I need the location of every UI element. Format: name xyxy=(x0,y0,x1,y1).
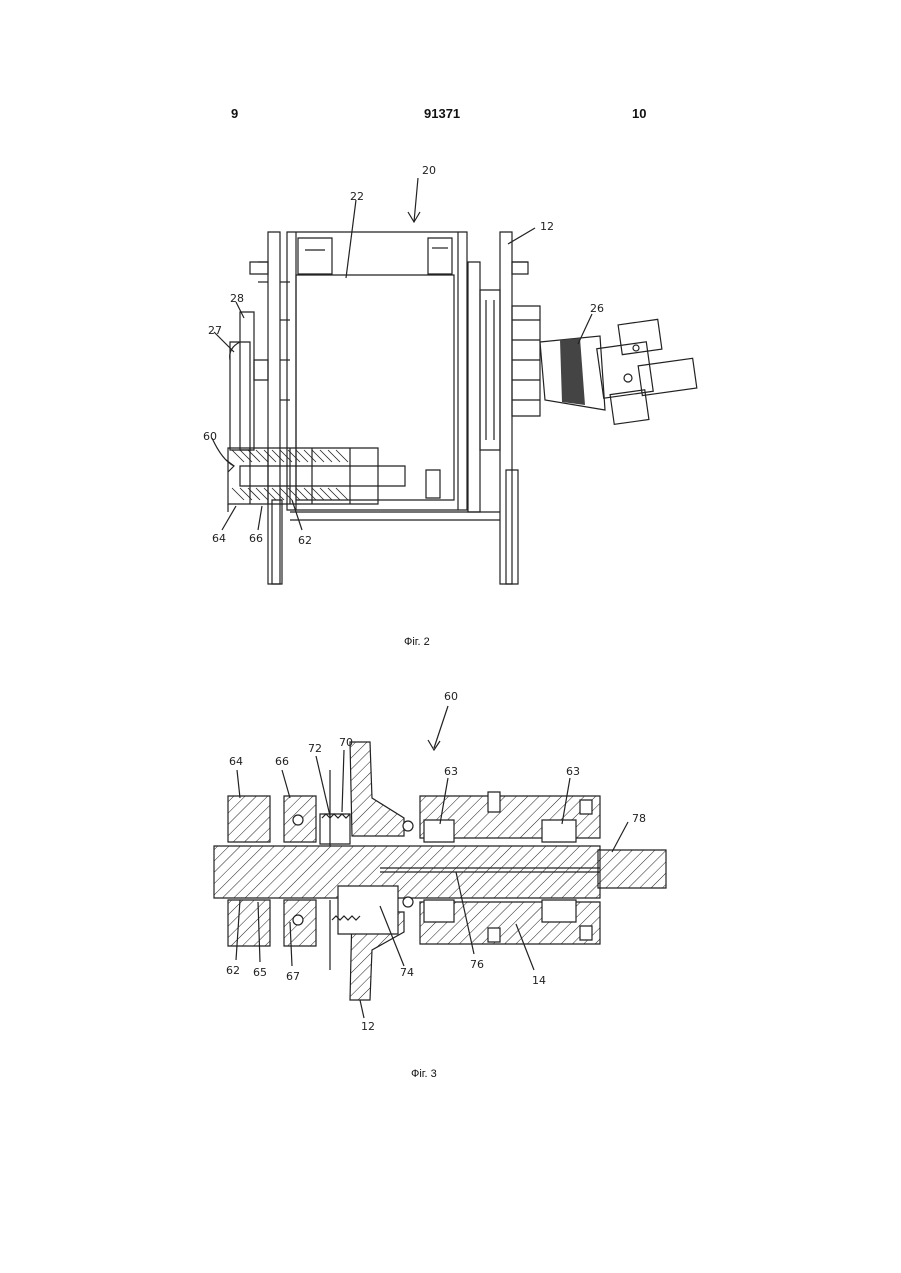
svg-text:72: 72 xyxy=(308,742,322,755)
figure-3-caption: Фіг. 3 xyxy=(411,1068,437,1080)
svg-text:60: 60 xyxy=(444,690,458,703)
svg-text:70: 70 xyxy=(339,736,353,749)
svg-text:12: 12 xyxy=(361,1020,375,1033)
svg-text:62: 62 xyxy=(226,964,240,977)
svg-text:64: 64 xyxy=(229,755,243,768)
svg-text:63: 63 xyxy=(444,765,458,778)
svg-text:66: 66 xyxy=(275,755,289,768)
svg-text:63: 63 xyxy=(566,765,580,778)
svg-text:76: 76 xyxy=(470,958,484,971)
svg-text:67: 67 xyxy=(286,970,300,983)
svg-text:14: 14 xyxy=(532,974,546,987)
svg-text:78: 78 xyxy=(632,812,646,825)
svg-text:74: 74 xyxy=(400,966,414,979)
svg-text:65: 65 xyxy=(253,966,267,979)
